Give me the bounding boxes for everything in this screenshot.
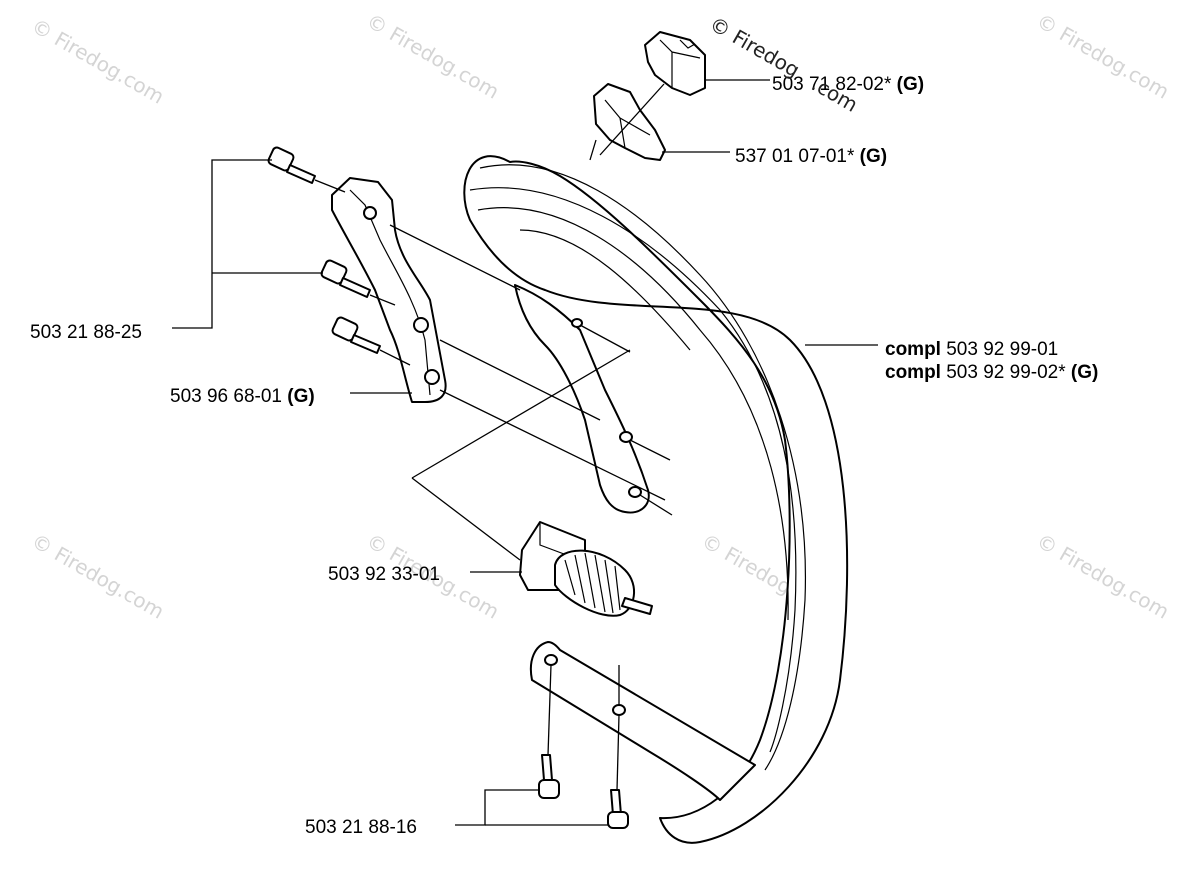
bracket-hole: [424, 369, 440, 385]
screw-top: [267, 146, 316, 184]
handle-base-plate: [529, 641, 756, 801]
handle-tube: [463, 155, 849, 844]
labels: 503 71 82-02* (G) 537 01 07-01* (G) 503 …: [30, 74, 1098, 838]
arm-hole: [628, 486, 642, 498]
screw-head: [331, 316, 359, 342]
label-503-92-33-01: 503 92 33-01: [328, 564, 440, 585]
handle-rib: [519, 229, 691, 351]
handle-bracket: [331, 177, 447, 403]
handle-rib: [477, 207, 789, 621]
bracket-hole: [413, 317, 429, 333]
screw-shank: [541, 754, 553, 781]
plate-hole: [612, 704, 626, 716]
watermark-2: © Firedog.com: [363, 9, 504, 104]
arm-hole: [571, 318, 583, 328]
label-handle-compl-01: compl 503 92 99-01: [885, 339, 1058, 360]
buffer-spring: [554, 549, 635, 617]
watermark-prominent-line1: © Firedog: [706, 12, 804, 83]
arm-hole: [619, 431, 633, 443]
label-503-71-82-02: 503 71 82-02* (G): [772, 74, 924, 95]
label-503-21-88-25: 503 21 88-25: [30, 322, 142, 343]
screw-lower: [331, 316, 381, 354]
spring-coils: [564, 552, 621, 614]
handle-arm: [514, 284, 650, 514]
switch-body-upper: [644, 31, 706, 96]
spring-buffer: [519, 521, 653, 617]
watermark-prominent: © Firedog .com: [706, 12, 863, 117]
bracket-inner: [349, 189, 431, 396]
screw-head: [538, 779, 560, 799]
switch-detail: [679, 39, 696, 49]
label-503-21-88-16: 503 21 88-16: [305, 817, 417, 838]
watermark-3: © Firedog.com: [1033, 9, 1174, 104]
watermark-7: © Firedog.com: [1033, 529, 1174, 624]
watermark-1: © Firedog.com: [28, 14, 169, 109]
screw-bottom-left: [538, 754, 560, 799]
switch-detail: [659, 39, 701, 88]
screw-head: [267, 146, 295, 172]
bracket-hole: [363, 206, 377, 220]
handle-rib: [479, 164, 807, 771]
assembly-lines: [314, 83, 673, 791]
screw-middle: [320, 259, 371, 298]
screw-head: [607, 811, 629, 829]
callout-leaders: [172, 79, 878, 826]
screw-shank: [350, 334, 381, 354]
screw-shank: [286, 164, 316, 184]
switch-part-upper: [644, 31, 706, 96]
screw-bottom-right: [607, 789, 629, 829]
screw-shank: [339, 277, 371, 298]
bracket-body: [331, 177, 447, 403]
label-handle-compl-02: compl 503 92 99-02* (G): [885, 362, 1098, 383]
buffer-stud: [621, 597, 653, 615]
front-handle: [463, 155, 849, 844]
label-537-01-07-01: 537 01 07-01* (G): [735, 146, 887, 167]
watermark-4: © Firedog.com: [28, 529, 169, 624]
switch-detail: [604, 99, 651, 149]
label-503-96-68-01: 503 96 68-01 (G): [170, 386, 315, 407]
screw-head: [320, 259, 348, 285]
plate-hole: [544, 654, 558, 666]
handle-rib: [469, 187, 797, 753]
